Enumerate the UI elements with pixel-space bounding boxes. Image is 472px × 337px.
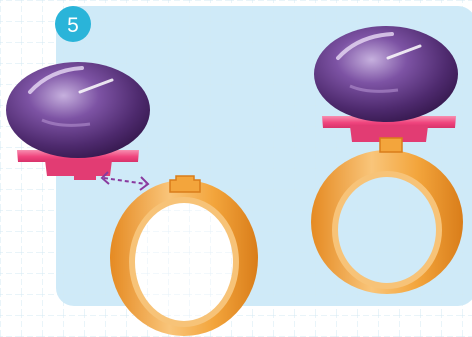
amethyst-gem [6,62,150,158]
assembled-amethyst-gem [314,26,458,122]
assembled-connector [380,138,402,152]
step-number: 5 [67,14,79,37]
step-badge: 5 [55,6,91,42]
setting-clip [74,168,96,180]
